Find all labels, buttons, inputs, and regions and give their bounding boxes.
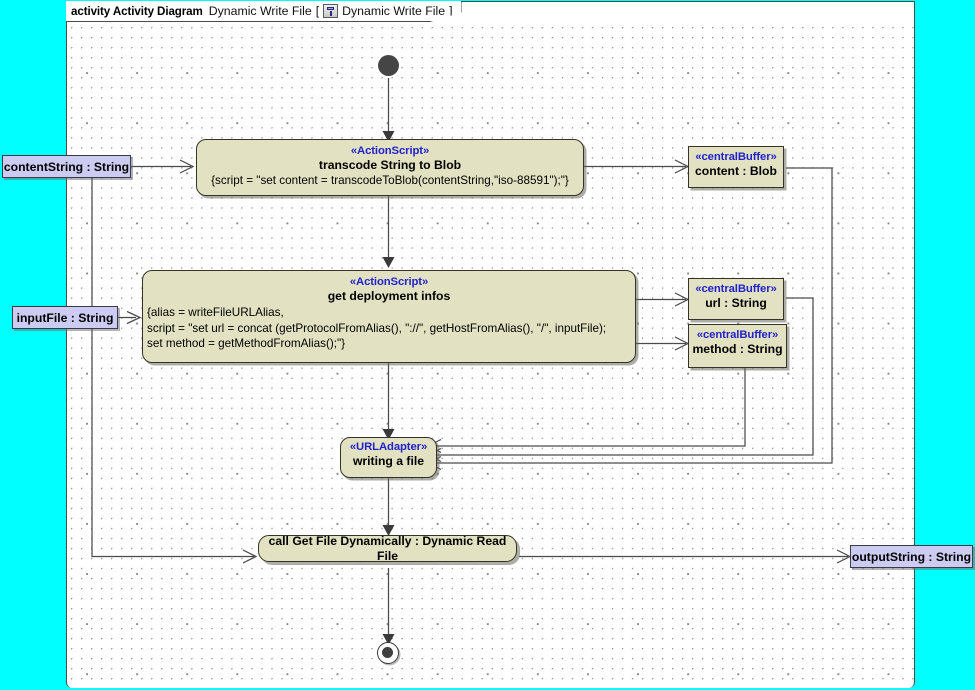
buffer-stereotype: «centralBuffer» [695, 151, 777, 163]
buffer-stereotype: «centralBuffer» [695, 283, 777, 295]
buffer-name: method : String [692, 342, 783, 356]
action-name: transcode String to Blob [318, 158, 462, 172]
action-script-body: {script = "set content = transcodeToBlob… [211, 174, 569, 187]
action-get-deployment-infos[interactable]: «ActionScript» get deployment infos {ali… [142, 270, 636, 363]
frame-bracket-close: ] [449, 4, 453, 18]
action-name: get deployment infos [327, 289, 451, 303]
central-buffer-method[interactable]: «centralBuffer» method : String [688, 324, 787, 368]
activity-parameter-content-string[interactable]: contentString : String [2, 155, 131, 178]
central-buffer-url[interactable]: «centralBuffer» url : String [688, 278, 784, 320]
action-url-adapter-writing-a-file[interactable]: «URLAdapter» writing a file [340, 437, 437, 478]
call-action-label: call Get File Dynamically : Dynamic Read… [268, 533, 507, 563]
activity-diagram-icon [323, 4, 339, 18]
action-stereotype: «URLAdapter» [349, 441, 428, 453]
action-stereotype: «ActionScript» [350, 145, 430, 157]
frame-bracket-open: [ [315, 4, 320, 18]
buffer-stereotype: «centralBuffer» [696, 329, 779, 341]
frame-keyword: activity Activity Diagram [71, 4, 203, 18]
buffer-name: content : Blob [695, 164, 777, 178]
activity-parameter-input-file[interactable]: inputFile : String [12, 306, 118, 329]
action-script-body: {alias = writeFileURLAlias, script = "se… [147, 306, 607, 350]
call-behaviour-action-get-file-dynamically[interactable]: call Get File Dynamically : Dynamic Read… [258, 533, 517, 563]
action-stereotype: «ActionScript» [349, 276, 429, 288]
initial-node[interactable] [378, 55, 399, 76]
buffer-name: url : String [705, 296, 767, 310]
frame-name: Dynamic Write File [208, 4, 312, 18]
activity-final-node[interactable] [377, 642, 399, 664]
action-name: writing a file [352, 454, 425, 468]
frame-header-label: activity Activity Diagram Dynamic Write … [66, 1, 462, 22]
activity-parameter-output-string[interactable]: outputString : String [850, 545, 973, 568]
frame-tagged-name: Dynamic Write File [342, 4, 446, 18]
action-transcode-string-to-blob[interactable]: «ActionScript» transcode String to Blob … [196, 139, 584, 196]
central-buffer-content[interactable]: «centralBuffer» content : Blob [688, 146, 784, 188]
